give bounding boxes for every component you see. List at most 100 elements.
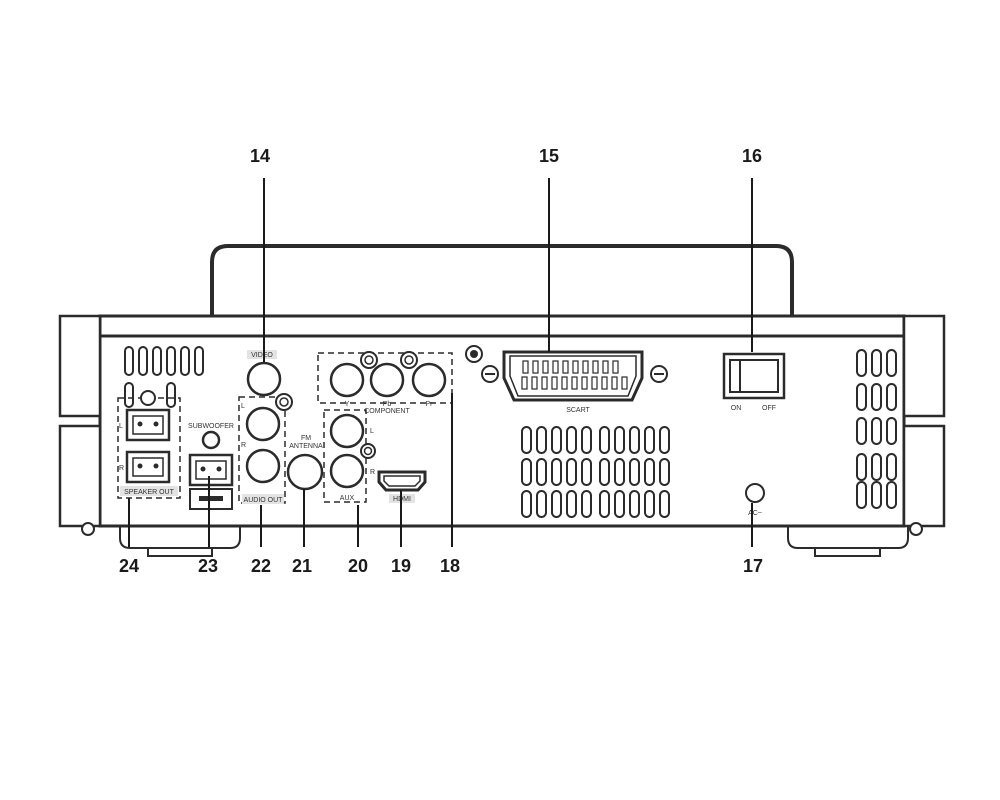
subwoofer-jack[interactable]	[201, 430, 221, 450]
hdmi-port[interactable]	[377, 470, 427, 492]
vent-slot	[871, 417, 882, 445]
vent-slot	[629, 426, 640, 454]
vent-slot	[581, 490, 592, 518]
vent-slot	[521, 426, 532, 454]
speaker-r-terminal[interactable]	[125, 450, 171, 484]
component-pr-jack[interactable]	[411, 362, 447, 398]
ventilation-slots	[124, 346, 897, 518]
aux-r-label: R	[370, 469, 375, 476]
callout-17: 17	[743, 556, 763, 576]
vent-slot	[871, 481, 882, 509]
speaker-out-label-bg	[120, 486, 178, 496]
scart-inner	[509, 355, 637, 397]
aux-l-jack[interactable]	[329, 413, 365, 449]
scart-pin	[522, 360, 529, 374]
vent-slot	[856, 349, 867, 377]
callout-23: 23	[198, 556, 218, 576]
scart-pin	[581, 376, 588, 390]
component-y-label: Y	[345, 401, 350, 408]
power-off-label: OFF	[762, 405, 776, 412]
audio-out-r-jack[interactable]	[245, 448, 281, 484]
vent-slot	[871, 349, 882, 377]
vent-slot	[551, 458, 562, 486]
vent-slot	[180, 346, 190, 376]
scart-pin	[561, 376, 568, 390]
vent-slot	[124, 382, 134, 408]
vent-slot	[644, 458, 655, 486]
vent-slot	[599, 426, 610, 454]
ground-screw-icon	[360, 351, 418, 369]
vent-slot	[644, 426, 655, 454]
scart-pin	[521, 376, 528, 390]
scart-pin	[572, 360, 579, 374]
audio-out-r-label: R	[241, 442, 246, 449]
vent-slot	[581, 458, 592, 486]
left-bracket-lower	[58, 424, 102, 528]
scart-pin	[591, 376, 598, 390]
ac-label: AC~	[748, 510, 762, 517]
vent-slot	[521, 490, 532, 518]
scart-pin	[531, 376, 538, 390]
screw-icon	[465, 345, 668, 383]
vent-slot	[886, 383, 897, 411]
right-bracket-upper	[902, 314, 946, 418]
vent-slot	[152, 346, 162, 376]
scart-pin	[611, 376, 618, 390]
vent-slot	[886, 349, 897, 377]
vent-slot	[166, 382, 176, 408]
vent-slot	[124, 346, 134, 376]
callout-24: 24	[119, 556, 139, 576]
callout-18: 18	[440, 556, 460, 576]
left-bracket-upper	[58, 314, 102, 418]
callout-21: 21	[292, 556, 312, 576]
scart-pin	[562, 360, 569, 374]
vent-slot	[166, 346, 176, 376]
callout-19: 19	[391, 556, 411, 576]
aux-r-jack[interactable]	[329, 453, 365, 489]
audio-ground-screw	[275, 393, 293, 411]
callout-16: 16	[742, 146, 762, 166]
vent-slot	[551, 490, 562, 518]
vent-slot	[856, 417, 867, 445]
audio-out-l-jack[interactable]	[245, 406, 281, 442]
aux-ground-screw	[360, 443, 376, 459]
vent-slot	[886, 453, 897, 481]
ac-inlet[interactable]	[745, 483, 765, 503]
scart-pin	[542, 360, 549, 374]
scart-pin	[552, 360, 559, 374]
speaker-l-terminal[interactable]	[125, 408, 171, 442]
scart-pin	[592, 360, 599, 374]
aux-l-label: L	[370, 428, 374, 435]
scart-pin	[571, 376, 578, 390]
vent-slot	[551, 426, 562, 454]
fm-antenna-jack[interactable]	[286, 453, 324, 491]
subwoofer-terminal[interactable]	[188, 453, 234, 487]
vent-slot	[629, 458, 640, 486]
component-pb-jack[interactable]	[369, 362, 405, 398]
vent-slot	[871, 453, 882, 481]
top-handle	[210, 244, 794, 316]
fm-label-line1: FM	[301, 435, 311, 442]
vent-slot	[194, 346, 204, 376]
vent-slot	[871, 383, 882, 411]
vent-slot	[856, 383, 867, 411]
fm-label-line2: ANTENNA	[289, 443, 323, 450]
leader-lines	[128, 178, 753, 547]
vent-slot	[659, 458, 670, 486]
video-jack[interactable]	[246, 361, 282, 397]
speaker-r-label: R	[119, 465, 124, 472]
vent-slot	[566, 426, 577, 454]
vent-slot	[599, 458, 610, 486]
right-bracket-lower	[902, 424, 946, 528]
speaker-ground-screw	[140, 390, 156, 406]
component-box	[317, 352, 453, 404]
power-switch[interactable]	[729, 359, 779, 393]
scart-connector[interactable]	[502, 350, 644, 402]
scart-pin	[582, 360, 589, 374]
component-y-jack[interactable]	[329, 362, 365, 398]
vent-slot	[856, 453, 867, 481]
vent-slot	[614, 426, 625, 454]
scart-pins	[521, 360, 628, 390]
vent-slot	[599, 490, 610, 518]
